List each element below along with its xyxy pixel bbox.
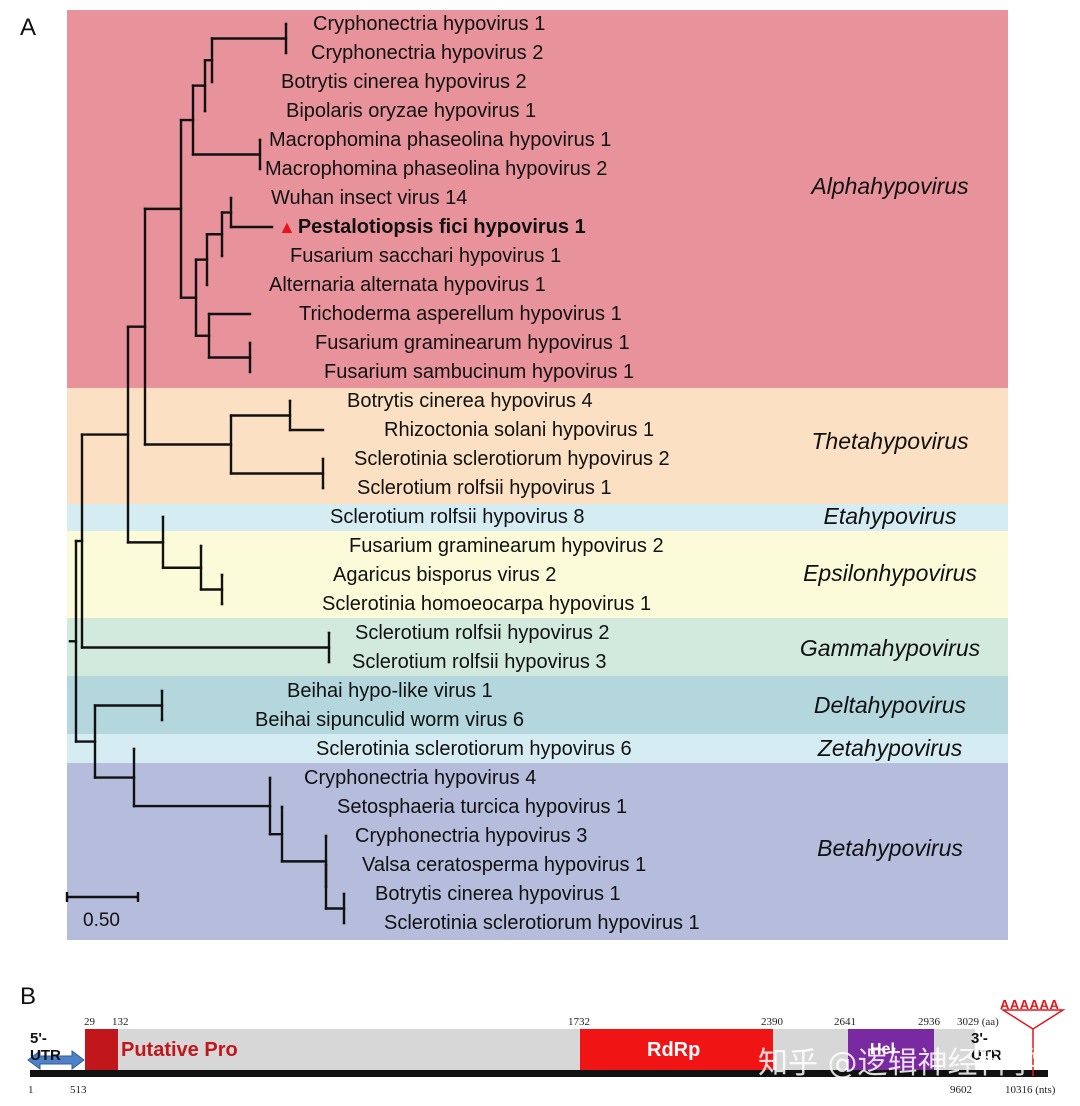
panel-label-a: A [20, 14, 37, 41]
nt-position-10316: 10316 (nts) [1005, 1084, 1056, 1096]
taxon-label-sclerotinia-sclerotiorum-hypovirus-2: Sclerotinia sclerotiorum hypovirus 2 [354, 448, 670, 470]
nt-position-1: 1 [28, 1084, 34, 1096]
clade-band-etahypovirus [67, 504, 1008, 531]
genome-backbone [30, 1070, 1048, 1077]
taxon-label-alternaria-alternata-hypovirus-1: Alternaria alternata hypovirus 1 [269, 274, 546, 296]
taxon-label-cryphonectria-hypovirus-3: Cryphonectria hypovirus 3 [355, 825, 588, 847]
taxon-label-pestalotiopsis-fici-hypovirus-1: ▲Pestalotiopsis fici hypovirus 1 [278, 215, 586, 239]
taxon-label-fusarium-graminearum-hypovirus-2: Fusarium graminearum hypovirus 2 [349, 535, 664, 557]
domain-box-rdrp [580, 1029, 773, 1071]
taxon-label-agaricus-bisporus-virus-2: Agaricus bisporus virus 2 [333, 564, 557, 586]
aa-position-3029: 3029 (aa) [957, 1016, 999, 1028]
taxon-label-cryphonectria-hypovirus-1: Cryphonectria hypovirus 1 [313, 13, 546, 35]
taxon-label-botrytis-cinerea-hypovirus-1: Botrytis cinerea hypovirus 1 [375, 883, 621, 905]
aa-position-29: 29 [84, 1016, 95, 1028]
clade-band-deltahypovirus [67, 676, 1008, 734]
clade-band-betahypovirus [67, 763, 1008, 940]
domain-box-pro [85, 1029, 118, 1071]
highlight-triangle-marker-icon: ▲ [278, 217, 296, 237]
taxon-label-sclerotium-rolfsii-hypovirus-8: Sclerotium rolfsii hypovirus 8 [330, 506, 585, 528]
taxon-label-macrophomina-phaseolina-hypovirus-2: Macrophomina phaseolina hypovirus 2 [265, 158, 608, 180]
taxon-label-wuhan-insect-virus-14: Wuhan insect virus 14 [271, 187, 468, 209]
aa-position-2641: 2641 [834, 1016, 856, 1028]
taxon-label-sclerotinia-sclerotiorum-hypovirus-6: Sclerotinia sclerotiorum hypovirus 6 [316, 738, 632, 760]
taxon-label-fusarium-sacchari-hypovirus-1: Fusarium sacchari hypovirus 1 [290, 245, 562, 267]
taxon-label-sclerotinia-homoeocarpa-hypovirus-1: Sclerotinia homoeocarpa hypovirus 1 [322, 593, 652, 615]
clade-band-epsilonhypovirus [67, 531, 1008, 618]
clade-label-gammahypovirus: Gammahypovirus [799, 635, 981, 661]
panel-label-b: B [20, 983, 37, 1010]
taxon-label-beihai-sipunculid-worm-virus-6: Beihai sipunculid worm virus 6 [255, 709, 525, 731]
domain-label-rdrp: RdRp [647, 1039, 701, 1061]
watermark: 知乎 @逻辑神经科学 [758, 1046, 1038, 1081]
clade-label-etahypovirus: Etahypovirus [823, 503, 957, 529]
nt-position-513: 513 [70, 1084, 87, 1096]
taxon-label-beihai-hypo-like-virus-1: Beihai hypo-like virus 1 [287, 680, 493, 702]
domain-box-hel [848, 1029, 934, 1071]
clade-label-zetahypovirus: Zetahypovirus [817, 735, 963, 761]
clade-band-zetahypovirus [67, 734, 1008, 763]
aa-position-132: 132 [112, 1016, 129, 1028]
clade-band-thetahypovirus [67, 388, 1008, 504]
domain-label-hel: Hel [870, 1041, 895, 1058]
clade-label-epsilonhypovirus: Epsilonhypovirus [803, 560, 977, 586]
orf-box [85, 1029, 975, 1071]
highlight-taxon-name: Pestalotiopsis fici hypovirus 1 [297, 216, 586, 238]
clade-band-alphahypovirus [67, 10, 1008, 388]
clade-label-alphahypovirus: Alphahypovirus [811, 173, 969, 199]
taxon-label-cryphonectria-hypovirus-4: Cryphonectria hypovirus 4 [304, 767, 537, 789]
taxon-label-rhizoctonia-solani-hypovirus-1: Rhizoctonia solani hypovirus 1 [384, 419, 655, 441]
taxon-label-sclerotium-rolfsii-hypovirus-2: Sclerotium rolfsii hypovirus 2 [355, 622, 610, 644]
taxon-label-botrytis-cinerea-hypovirus-4: Botrytis cinerea hypovirus 4 [347, 390, 593, 412]
clade-label-deltahypovirus: Deltahypovirus [813, 692, 967, 718]
clade-label-thetahypovirus: Thetahypovirus [811, 428, 969, 454]
taxon-label-trichoderma-asperellum-hypovirus-1: Trichoderma asperellum hypovirus 1 [299, 303, 622, 325]
scale-bar-label: 0.50 [83, 910, 120, 931]
polya-bracket [1000, 1009, 1066, 1030]
clade-label-betahypovirus: Betahypovirus [817, 835, 963, 861]
aa-position-1732: 1732 [568, 1016, 590, 1028]
taxon-label-fusarium-graminearum-hypovirus-1: Fusarium graminearum hypovirus 1 [315, 332, 630, 354]
taxon-label-sclerotium-rolfsii-hypovirus-1: Sclerotium rolfsii hypovirus 1 [357, 477, 612, 499]
taxon-label-macrophomina-phaseolina-hypovirus-1: Macrophomina phaseolina hypovirus 1 [269, 129, 612, 151]
aa-position-2390: 2390 [761, 1016, 783, 1028]
taxon-label-cryphonectria-hypovirus-2: Cryphonectria hypovirus 2 [311, 42, 544, 64]
utr5-double-arrow-icon [27, 1050, 85, 1070]
taxon-label-sclerotinia-sclerotiorum-hypovirus-1: Sclerotinia sclerotiorum hypovirus 1 [384, 912, 700, 934]
nt-position-9602: 9602 [950, 1084, 972, 1096]
utr5-label: 5'-UTR [30, 1030, 61, 1064]
taxon-label-valsa-ceratosperma-hypovirus-1: Valsa ceratosperma hypovirus 1 [362, 854, 647, 876]
aa-position-2936: 2936 [918, 1016, 940, 1028]
utr3-label: 3'-UTR [971, 1030, 1002, 1064]
taxon-label-setosphaeria-turcica-hypovirus-1: Setosphaeria turcica hypovirus 1 [337, 796, 628, 818]
taxon-label-fusarium-sambucinum-hypovirus-1: Fusarium sambucinum hypovirus 1 [324, 361, 635, 383]
taxon-label-sclerotium-rolfsii-hypovirus-3: Sclerotium rolfsii hypovirus 3 [352, 651, 607, 673]
domain-label-pro: Putative Pro [121, 1039, 238, 1061]
taxon-label-bipolaris-oryzae-hypovirus-1: Bipolaris oryzae hypovirus 1 [286, 100, 537, 122]
polya-tail-label: AAAAAA [1000, 997, 1060, 1012]
taxon-label-botrytis-cinerea-hypovirus-2: Botrytis cinerea hypovirus 2 [281, 71, 527, 93]
